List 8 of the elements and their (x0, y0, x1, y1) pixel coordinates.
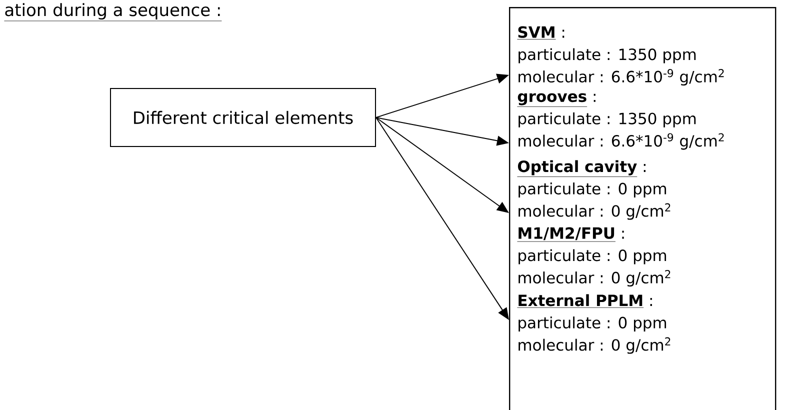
section-text: SVM : particulate : 1350 ppm molecular : 6.6*10$^{-9}$ g/cm$^{2}$ (517, 26, 724, 86)
element-box (509, 7, 776, 410)
section-text: Optical cavity : particulate : 0 ppm molecular : 0 g/cm$^{2}$ (517, 160, 670, 220)
heading-text: ation during a sequence : (4, 3, 222, 22)
section-text: External PPLM : particulate : 0 ppm molecular : 0 g/cm$^{2}$ (517, 294, 670, 354)
process-box: Different critical elements (110, 88, 376, 147)
section-text: M1/M2/FPU : particulate : 0 ppm molecular : 0 g/cm$^{2}$ (517, 227, 670, 287)
section-text: grooves : particulate : 1350 ppm molecular : 6.6*10$^{-9}$ g/cm$^{2}$ (517, 93, 724, 150)
